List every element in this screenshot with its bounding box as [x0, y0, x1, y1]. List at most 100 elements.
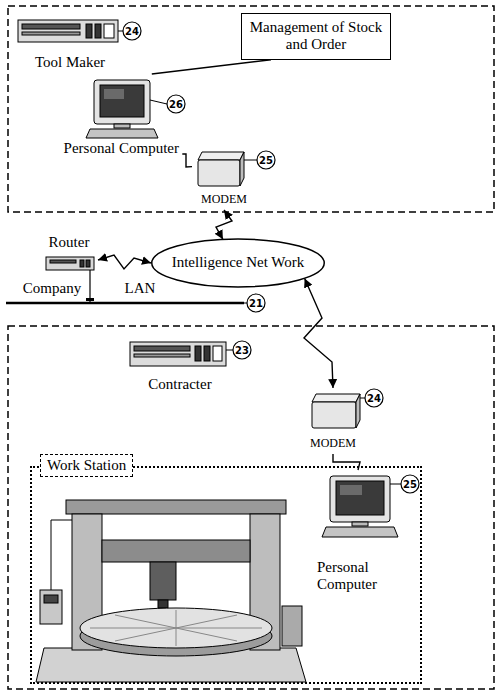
callout-circle [365, 389, 383, 407]
callout-leader [226, 350, 233, 351]
callout-circle [123, 22, 141, 40]
router-button [86, 260, 90, 267]
computer-node: Personal Computer [60, 74, 182, 160]
callout-leader [118, 31, 123, 32]
callout-number: 24 [367, 393, 381, 404]
link-line [182, 154, 192, 167]
note-box: Management of Stock and Order [241, 13, 391, 60]
modem-side [240, 152, 244, 186]
node-label: Router [49, 234, 90, 251]
router-icon [46, 257, 94, 270]
router-node: Router [40, 232, 98, 272]
link-line [152, 60, 271, 74]
modem-icon [312, 394, 360, 428]
callout-leader [390, 484, 401, 485]
link-line [98, 255, 151, 269]
device-button [86, 24, 92, 38]
node-label: Tool Maker [35, 54, 105, 71]
callout-circle [257, 151, 275, 169]
screen [336, 481, 384, 515]
callout-number: 25 [259, 155, 273, 166]
callout-leader [360, 398, 365, 399]
machine-crossrail [102, 540, 250, 562]
node-label: Intelligence Net Work [172, 254, 305, 271]
link-line [304, 278, 333, 388]
callout-number: 21 [249, 298, 263, 309]
device-node: Tool Maker [16, 16, 124, 74]
pendant-screen [44, 595, 58, 603]
node-label: MODEM [201, 193, 247, 207]
monitor-stand [114, 124, 130, 128]
callout-number: 26 [169, 99, 183, 110]
computer-node: Personal Computer [311, 470, 405, 596]
callout-number: 24 [125, 26, 139, 37]
device-slot [22, 24, 80, 29]
node-label: Management of Stock and Order [246, 19, 386, 54]
device-node: Contracter [126, 338, 234, 396]
screen-glare [104, 89, 124, 99]
callout-number: 23 [235, 345, 249, 356]
control-pendant [40, 590, 62, 624]
device-button [104, 24, 114, 38]
device-button [95, 24, 101, 38]
callout-circle [401, 475, 419, 493]
table-slot [115, 615, 237, 641]
modem-node: MODEM [192, 148, 256, 210]
pendant-arm [51, 520, 72, 521]
region-heading: Work Station [40, 454, 133, 477]
node-label: MODEM [310, 437, 356, 451]
network-ellipse: Intelligence Net Work [150, 238, 326, 288]
lan-tap [86, 298, 94, 301]
modem-node: MODEM [302, 388, 364, 454]
callout-circle [233, 341, 251, 359]
modem-top [198, 152, 244, 160]
lan-line [6, 302, 244, 305]
node-label: Personal Computer [313, 559, 403, 594]
modem-icon [198, 152, 244, 186]
site-region [8, 6, 494, 212]
router-button [80, 260, 84, 267]
site-region [8, 326, 494, 689]
table-slot [115, 615, 237, 641]
screen-glare [340, 485, 362, 495]
device-slot [22, 32, 80, 35]
workstation-region: Work StationPersonal Computer [30, 466, 422, 684]
monitor [94, 80, 150, 124]
machine-illustration [36, 500, 306, 682]
router-slot [50, 260, 76, 263]
machine-ram [150, 562, 176, 600]
screen [100, 85, 144, 117]
modem-side [356, 394, 360, 428]
tool-maker-device [18, 20, 118, 42]
callout-number: 25 [403, 479, 417, 490]
node-label: Contracter [148, 376, 211, 393]
device-slot [134, 346, 190, 351]
callout-circle [167, 95, 185, 113]
hydraulic-unit [282, 606, 302, 646]
device-slot [134, 354, 190, 357]
callout-circle [247, 294, 265, 312]
router-body [46, 257, 94, 270]
device-button [195, 346, 201, 361]
device-body [18, 20, 118, 42]
pendant-arm [51, 520, 52, 590]
callout-leader [150, 100, 167, 104]
device-button [204, 346, 210, 361]
keyboard [86, 129, 158, 138]
machine-top-beam [66, 500, 286, 514]
network-label: LAN [125, 280, 156, 297]
modem-body [312, 402, 356, 428]
modem-body [198, 160, 240, 186]
modem-top [312, 394, 360, 402]
machine-table [80, 608, 272, 648]
network-ellipse-shape [152, 239, 324, 287]
device-button [213, 346, 222, 361]
machine-tool [158, 600, 168, 608]
device-body [130, 342, 226, 366]
monitor-stand [352, 522, 368, 526]
keyboard [322, 527, 398, 537]
callout-leader [244, 160, 257, 161]
